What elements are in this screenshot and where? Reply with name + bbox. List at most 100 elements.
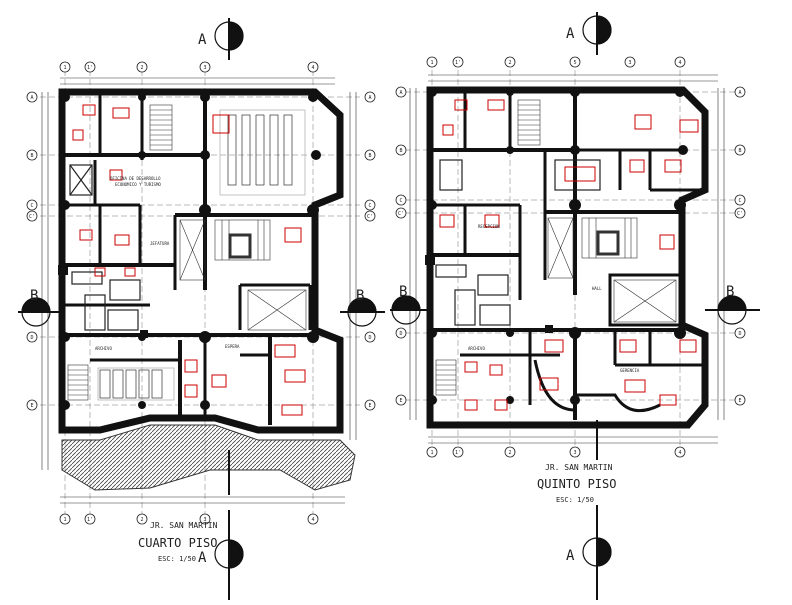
right-plan: RECEPCION HALL GERENCIA ARCHIVO xyxy=(405,70,745,455)
section-a-right-bottom: A xyxy=(566,548,575,564)
right-plan-title: QUINTO PISO xyxy=(537,477,616,491)
left-col-bottom-0-label: 1 xyxy=(63,517,66,523)
svg-text:ECONOMICO Y TURISMO: ECONOMICO Y TURISMO xyxy=(115,182,161,187)
left-row-east-2-label: C xyxy=(368,203,371,209)
left-row-west-4-label: D xyxy=(30,335,33,341)
left-col-bottom-1-label: 1' xyxy=(87,517,93,523)
svg-text:OFICINA DE DESARROLLO: OFICINA DE DESARROLLO xyxy=(110,176,161,181)
right-row-east-1-bubble xyxy=(734,144,746,156)
section-a-left-top: A xyxy=(198,32,207,48)
right-col-top-1-bubble xyxy=(452,56,464,68)
right-row-east-5-label: E xyxy=(738,398,741,404)
left-row-east-5-label: E xyxy=(368,403,371,409)
right-row-west-0-bubble xyxy=(395,86,407,98)
right-row-west-5-label: E xyxy=(399,398,402,404)
right-row-west-1-label: B xyxy=(399,148,402,154)
right-col-bottom-2-bubble xyxy=(504,446,516,458)
right-col-bottom-1-bubble xyxy=(452,446,464,458)
right-row-west-1-bubble xyxy=(395,144,407,156)
left-col-top-2-bubble xyxy=(136,61,148,73)
right-row-east-5-bubble xyxy=(734,394,746,406)
right-row-west-3-bubble xyxy=(395,207,407,219)
svg-text:JEFATURA: JEFATURA xyxy=(150,241,170,246)
right-col-top-5-bubble xyxy=(674,56,686,68)
svg-text:ESPERA: ESPERA xyxy=(225,344,240,349)
left-row-east-2-bubble xyxy=(364,199,376,211)
right-col-bottom-3-label: 3 xyxy=(573,450,576,456)
section-a-left-bottom: A xyxy=(198,550,207,566)
right-col-top-0-bubble xyxy=(426,56,438,68)
svg-text:RECEPCION: RECEPCION xyxy=(478,224,500,229)
right-row-east-0-bubble xyxy=(734,86,746,98)
right-col-top-0-label: 1 xyxy=(430,60,433,66)
right-col-top-2-label: 2 xyxy=(508,60,511,66)
right-row-west-5-bubble xyxy=(395,394,407,406)
right-col-bottom-3-bubble xyxy=(569,446,581,458)
left-plan-scale: ESC: 1/50 xyxy=(158,555,196,563)
right-col-bottom-1-label: 1' xyxy=(455,450,461,456)
right-row-east-4-label: D xyxy=(738,331,741,337)
left-plan-title-block: JR. SAN MARTIN CUARTO PISO ESC: 1/50 xyxy=(138,521,218,563)
left-row-east-1-bubble xyxy=(364,149,376,161)
right-col-top-4-bubble xyxy=(624,56,636,68)
left-plan-title: CUARTO PISO xyxy=(138,536,217,550)
left-col-top-3-label: 3 xyxy=(203,65,206,71)
left-row-west-5-bubble xyxy=(26,399,38,411)
right-col-top-5-label: 4 xyxy=(678,60,681,66)
section-a-right-top: A xyxy=(566,26,575,42)
svg-text:HALL: HALL xyxy=(592,286,602,291)
left-col-bottom-4-bubble xyxy=(307,513,319,525)
left-row-west-3-bubble xyxy=(26,210,38,222)
left-col-bottom-2-bubble xyxy=(136,513,148,525)
left-col-top-3-bubble xyxy=(199,61,211,73)
left-col-bottom-4-label: 4 xyxy=(311,517,314,523)
left-row-west-0-bubble xyxy=(26,91,38,103)
right-row-west-2-label: C xyxy=(399,198,402,204)
left-col-top-1-label: 1' xyxy=(87,65,93,71)
left-row-east-5-bubble xyxy=(364,399,376,411)
right-plan-title-block: JR. SAN MARTIN QUINTO PISO ESC: 1/50 xyxy=(537,463,616,504)
right-col-bottom-0-bubble xyxy=(426,446,438,458)
right-row-west-0-label: A xyxy=(399,90,402,96)
left-row-west-3-label: C' xyxy=(29,214,35,220)
left-row-west-2-label: C xyxy=(30,203,33,209)
section-letters: A A A A B B B B xyxy=(30,26,734,566)
left-street-label: JR. SAN MARTIN xyxy=(150,521,218,530)
right-col-top-4-label: 3 xyxy=(628,60,631,66)
right-col-top-2-bubble xyxy=(504,56,516,68)
right-plan-scale: ESC: 1/50 xyxy=(556,496,594,504)
right-street-label: JR. SAN MARTIN xyxy=(545,463,613,472)
right-row-west-3-label: C' xyxy=(398,211,404,217)
right-col-bottom-2-label: 2 xyxy=(508,450,511,456)
left-col-top-1-bubble xyxy=(84,61,96,73)
svg-text:ARCHIVO: ARCHIVO xyxy=(468,346,485,351)
right-row-west-4-label: D xyxy=(399,331,402,337)
right-row-east-2-bubble xyxy=(734,194,746,206)
svg-text:ARCHIVO: ARCHIVO xyxy=(95,346,112,351)
left-row-east-0-bubble xyxy=(364,91,376,103)
left-row-east-1-label: B xyxy=(368,153,371,159)
section-markers xyxy=(18,12,760,600)
left-col-bottom-2-label: 2 xyxy=(140,517,143,523)
right-row-west-2-bubble xyxy=(395,194,407,206)
right-col-bottom-0-label: 1 xyxy=(430,450,433,456)
right-row-west-4-bubble xyxy=(395,327,407,339)
left-plan: OFICINA DE DESARROLLO ECONOMICO Y TURISM… xyxy=(40,70,360,515)
section-b-right-east: B xyxy=(726,284,734,300)
left-row-east-3-bubble xyxy=(364,210,376,222)
right-row-east-4-bubble xyxy=(734,327,746,339)
left-col-top-2-label: 2 xyxy=(140,65,143,71)
left-col-bottom-3-label: 3 xyxy=(203,517,206,523)
left-col-top-4-bubble xyxy=(307,61,319,73)
right-row-east-3-bubble xyxy=(734,207,746,219)
right-col-bottom-4-bubble xyxy=(674,446,686,458)
left-row-west-1-label: B xyxy=(30,153,33,159)
left-row-west-5-label: E xyxy=(30,403,33,409)
right-row-east-2-label: C xyxy=(738,198,741,204)
svg-text:GERENCIA: GERENCIA xyxy=(620,368,640,373)
left-row-west-1-bubble xyxy=(26,149,38,161)
section-b-right-west: B xyxy=(399,284,407,300)
left-row-east-3-label: C' xyxy=(367,214,373,220)
